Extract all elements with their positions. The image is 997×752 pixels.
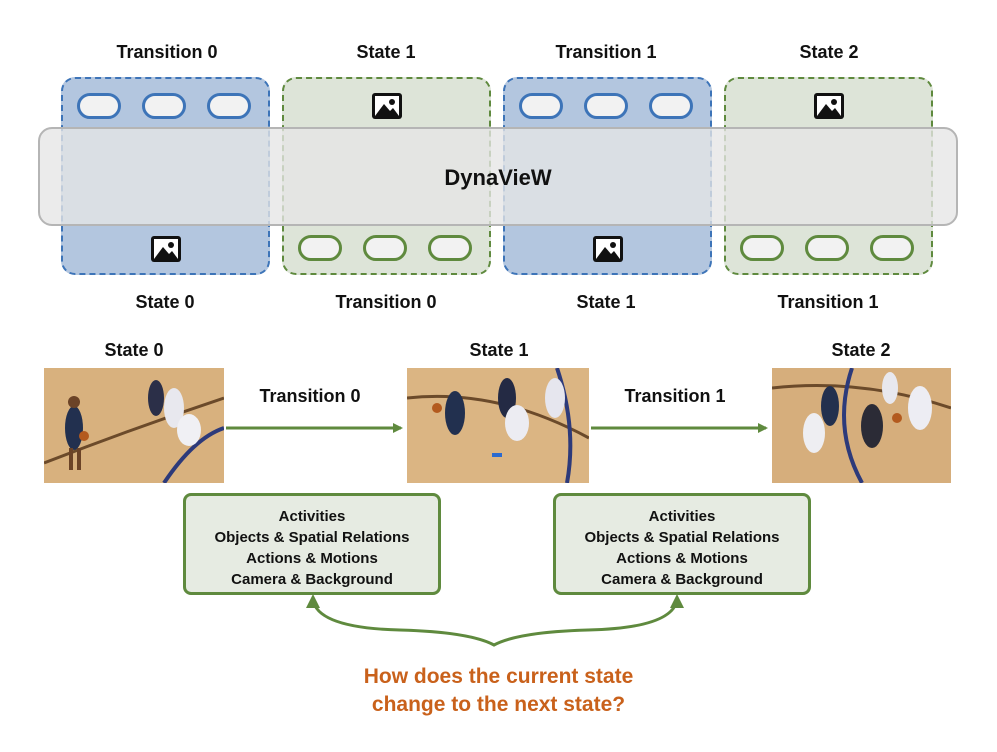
attribute-actions-motions: Actions & Motions <box>246 550 378 567</box>
bottom-label-transition-1: Transition 1 <box>777 292 879 312</box>
attribute-camera-background: Camera & Background <box>231 571 393 588</box>
model-band: DynaVieW <box>38 127 958 226</box>
brace-arrowhead-left <box>306 594 320 608</box>
timeline-state-1-label: State 1 <box>469 340 529 360</box>
token-pill <box>740 235 784 261</box>
token-pill <box>519 93 563 119</box>
question-text: How does the current state change to the… <box>0 663 997 719</box>
timeline-state-2-label: State 2 <box>831 340 891 360</box>
token-pill <box>298 235 342 261</box>
model-name: DynaVieW <box>444 165 552 190</box>
attribute-camera-background: Camera & Background <box>601 571 763 588</box>
brace-connector <box>311 599 679 647</box>
attribute-activities: Activities <box>648 508 716 525</box>
token-pill <box>584 93 628 119</box>
timeline-transition-1-label: Transition 1 <box>624 386 726 406</box>
attribute-box-transition-1: Activities Objects & Spatial Relations A… <box>553 493 811 595</box>
top-label-state-2: State 2 <box>799 42 859 62</box>
attribute-objects-spatial: Objects & Spatial Relations <box>214 529 410 546</box>
image-icon <box>814 93 844 119</box>
timeline-state-0-label: State 0 <box>104 340 164 360</box>
token-pill <box>805 235 849 261</box>
frame-state-0 <box>44 368 224 483</box>
bottom-label-state-0: State 0 <box>135 292 195 312</box>
image-icon <box>151 236 181 262</box>
question-line-2: change to the next state? <box>371 693 626 716</box>
frame-state-1 <box>407 368 589 483</box>
question-line-1: How does the current state <box>363 665 634 688</box>
top-label-state-1: State 1 <box>356 42 416 62</box>
image-icon <box>372 93 402 119</box>
token-pill <box>363 235 407 261</box>
token-pill <box>207 93 251 119</box>
timeline-transition-0-label: Transition 0 <box>259 386 361 406</box>
brace-arrowhead-right <box>670 594 684 608</box>
token-pill <box>428 235 472 261</box>
attribute-objects-spatial: Objects & Spatial Relations <box>584 529 780 546</box>
bottom-label-state-1: State 1 <box>576 292 636 312</box>
token-pill <box>870 235 914 261</box>
attribute-actions-motions: Actions & Motions <box>616 550 748 567</box>
token-pill <box>77 93 121 119</box>
top-label-transition-0: Transition 0 <box>116 42 218 62</box>
frame-state-2 <box>772 368 951 483</box>
token-pill <box>649 93 693 119</box>
attribute-box-transition-0: Activities Objects & Spatial Relations A… <box>183 493 441 595</box>
attribute-activities: Activities <box>278 508 346 525</box>
image-icon <box>593 236 623 262</box>
bottom-label-transition-0: Transition 0 <box>335 292 437 312</box>
top-label-transition-1: Transition 1 <box>555 42 657 62</box>
token-pill <box>142 93 186 119</box>
